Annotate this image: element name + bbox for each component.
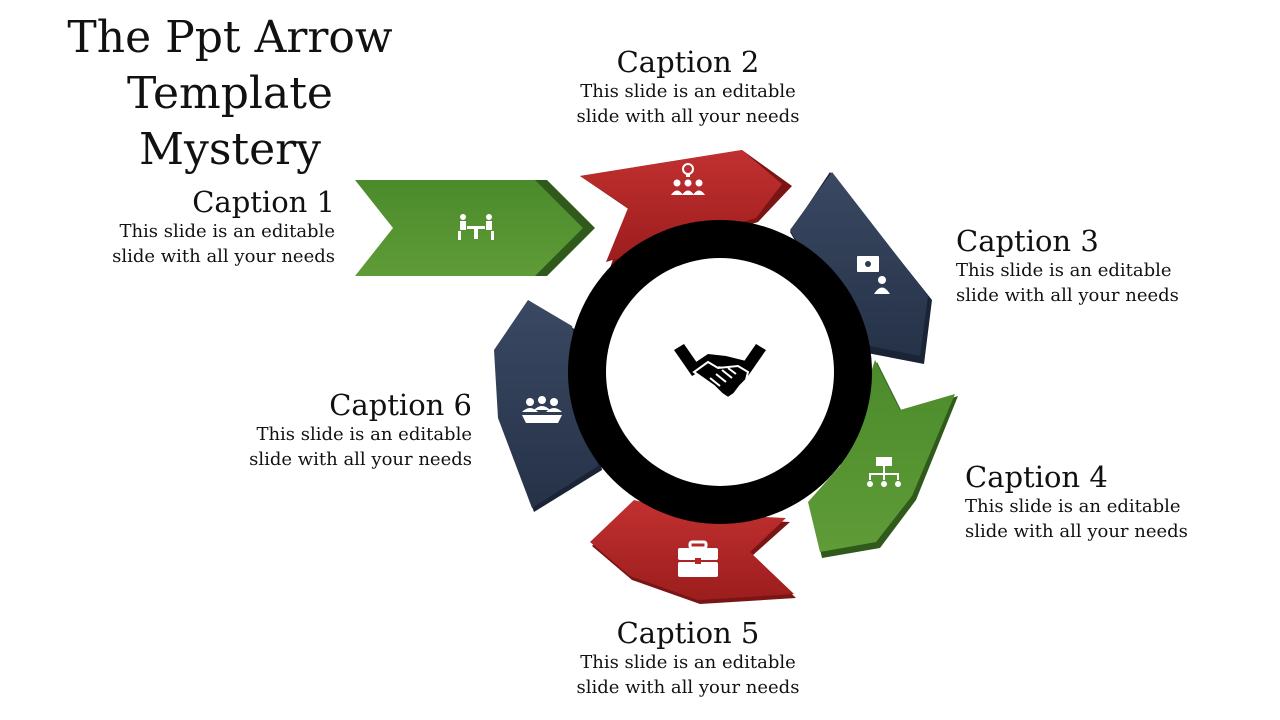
caption-3: Caption 3 This slide is an editable slid…: [956, 224, 1216, 308]
title-line-2: Template Mystery: [127, 68, 333, 175]
caption-4-heading: Caption 4: [965, 460, 1108, 494]
caption-6-heading: Caption 6: [329, 388, 472, 422]
arrow-2-red: [580, 150, 792, 268]
caption-5: Caption 5 This slide is an editable slid…: [558, 616, 818, 700]
arrow-3-navy: [790, 172, 932, 364]
org-chart-icon: [867, 457, 901, 487]
arrow-5-red: [590, 500, 796, 604]
handshake-icon: [674, 344, 766, 400]
caption-2-heading: Caption 2: [616, 45, 760, 79]
arrow-4-green: [808, 360, 958, 558]
caption-5-text-line-2: slide with all your needs: [576, 677, 800, 698]
caption-1-text-line-1: This slide is an editable: [119, 221, 335, 242]
caption-4-text-line-2: slide with all your needs: [965, 521, 1188, 542]
caption-6: Caption 6 This slide is an editable slid…: [212, 388, 472, 472]
caption-1: Caption 1 This slide is an editable slid…: [75, 185, 335, 269]
page-title: The Ppt Arrow Template Mystery: [30, 10, 430, 178]
caption-3-text-line-2: slide with all your needs: [956, 285, 1179, 306]
idea-team-icon: [671, 163, 705, 195]
caption-2-text-line-2: slide with all your needs: [576, 106, 800, 127]
caption-1-text-line-2: slide with all your needs: [112, 246, 335, 267]
caption-3-heading: Caption 3: [956, 224, 1099, 258]
group-icon: [522, 396, 562, 423]
caption-4: Caption 4 This slide is an editable slid…: [965, 460, 1225, 544]
caption-3-text-line-1: This slide is an editable: [956, 260, 1172, 281]
presentation-person-icon: [857, 256, 890, 294]
title-line-1: The Ppt Arrow: [67, 12, 393, 63]
caption-5-heading: Caption 5: [616, 616, 760, 650]
briefcase-icon: [678, 540, 718, 577]
meeting-table-icon: [458, 214, 494, 240]
caption-2: Caption 2 This slide is an editable slid…: [558, 45, 818, 129]
caption-4-text-line-1: This slide is an editable: [965, 496, 1181, 517]
caption-6-text-line-1: This slide is an editable: [256, 424, 472, 445]
caption-5-text-line-1: This slide is an editable: [580, 652, 796, 673]
caption-2-text-line-1: This slide is an editable: [580, 81, 796, 102]
caption-1-heading: Caption 1: [192, 185, 335, 219]
arrow-1-chevron: [355, 180, 595, 276]
caption-6-text-line-2: slide with all your needs: [249, 449, 472, 470]
